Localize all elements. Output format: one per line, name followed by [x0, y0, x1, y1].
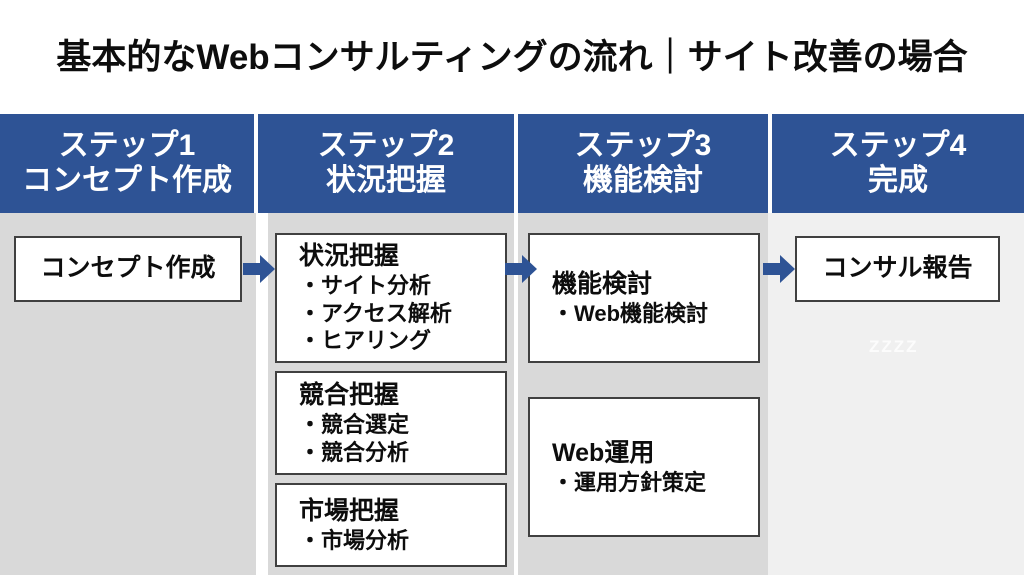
content-box-title-report: コンサル報告: [822, 254, 973, 283]
content-box-item-shijo-1: ・市場分析: [299, 527, 410, 553]
content-box-kinou[interactable]: 機能検討 ・Web機能検討: [528, 233, 760, 363]
content-box-title-kinou: 機能検討: [552, 269, 653, 298]
content-box-report[interactable]: コンサル報告: [795, 236, 1000, 302]
content-box-item-kinou-1: ・Web機能検討: [552, 300, 709, 326]
content-box-shijo[interactable]: 市場把握 ・市場分析: [275, 483, 507, 567]
watermark-text: ZZZZ: [869, 337, 919, 356]
content-box-item-webunyou-1: ・運用方針策定: [552, 469, 707, 495]
step-header-step2[interactable]: ステップ2 状況把握: [258, 114, 514, 213]
content-box-item-kyogo-2: ・競合分析: [299, 439, 410, 465]
step-header-step1[interactable]: ステップ1 コンセプト作成: [0, 114, 254, 213]
content-box-title-webunyou: Web運用: [552, 438, 655, 467]
arrow-right-icon-step3-step4: [763, 255, 795, 283]
arrow-right-icon-step2-step3: [505, 255, 537, 283]
step-header-step3[interactable]: ステップ3 機能検討: [518, 114, 768, 213]
content-box-item-kyogo-1: ・競合選定: [299, 412, 410, 438]
step-header-label-step2: ステップ2: [317, 129, 455, 162]
content-box-kyogo[interactable]: 競合把握 ・競合選定 ・競合分析: [275, 371, 507, 475]
step-header-step4[interactable]: ステップ4 完成: [772, 114, 1024, 213]
step-header-label-step1: ステップ1: [58, 129, 196, 162]
content-box-item-jokyo-3: ・ヒアリング: [299, 328, 432, 354]
step-header-label-step4: ステップ4: [829, 129, 967, 162]
content-box-title-kyogo: 競合把握: [299, 380, 400, 409]
step-header-name-step3: 機能検討: [583, 163, 703, 197]
step-header-band: ステップ1 コンセプト作成 ステップ2 状況把握 ステップ3 機能検討 ステップ…: [0, 114, 1024, 213]
content-box-concept[interactable]: コンセプト作成: [14, 236, 242, 302]
content-box-title-jokyo: 状況把握: [299, 242, 400, 271]
step-header-label-step3: ステップ3: [574, 129, 712, 162]
step-header-name-step2: 状況把握: [326, 163, 446, 197]
content-box-item-jokyo-2: ・アクセス解析: [299, 300, 452, 326]
content-box-item-jokyo-1: ・サイト分析: [299, 273, 432, 299]
slide-title-bar: 基本的なWebコンサルティングの流れ｜サイト改善の場合: [0, 18, 1024, 98]
content-box-webunyou[interactable]: Web運用 ・運用方針策定: [528, 397, 760, 537]
arrow-right-icon-step1-step2: [243, 255, 275, 283]
content-box-title-concept: コンセプト作成: [40, 254, 216, 283]
content-box-jokyo[interactable]: 状況把握 ・サイト分析 ・アクセス解析 ・ヒアリング: [275, 233, 507, 363]
content-box-title-shijo: 市場把握: [299, 496, 400, 525]
step-header-name-step4: 完成: [868, 163, 928, 197]
page-title: 基本的なWebコンサルティングの流れ｜サイト改善の場合: [56, 37, 968, 77]
step-header-name-step1: コンセプト作成: [22, 163, 232, 197]
